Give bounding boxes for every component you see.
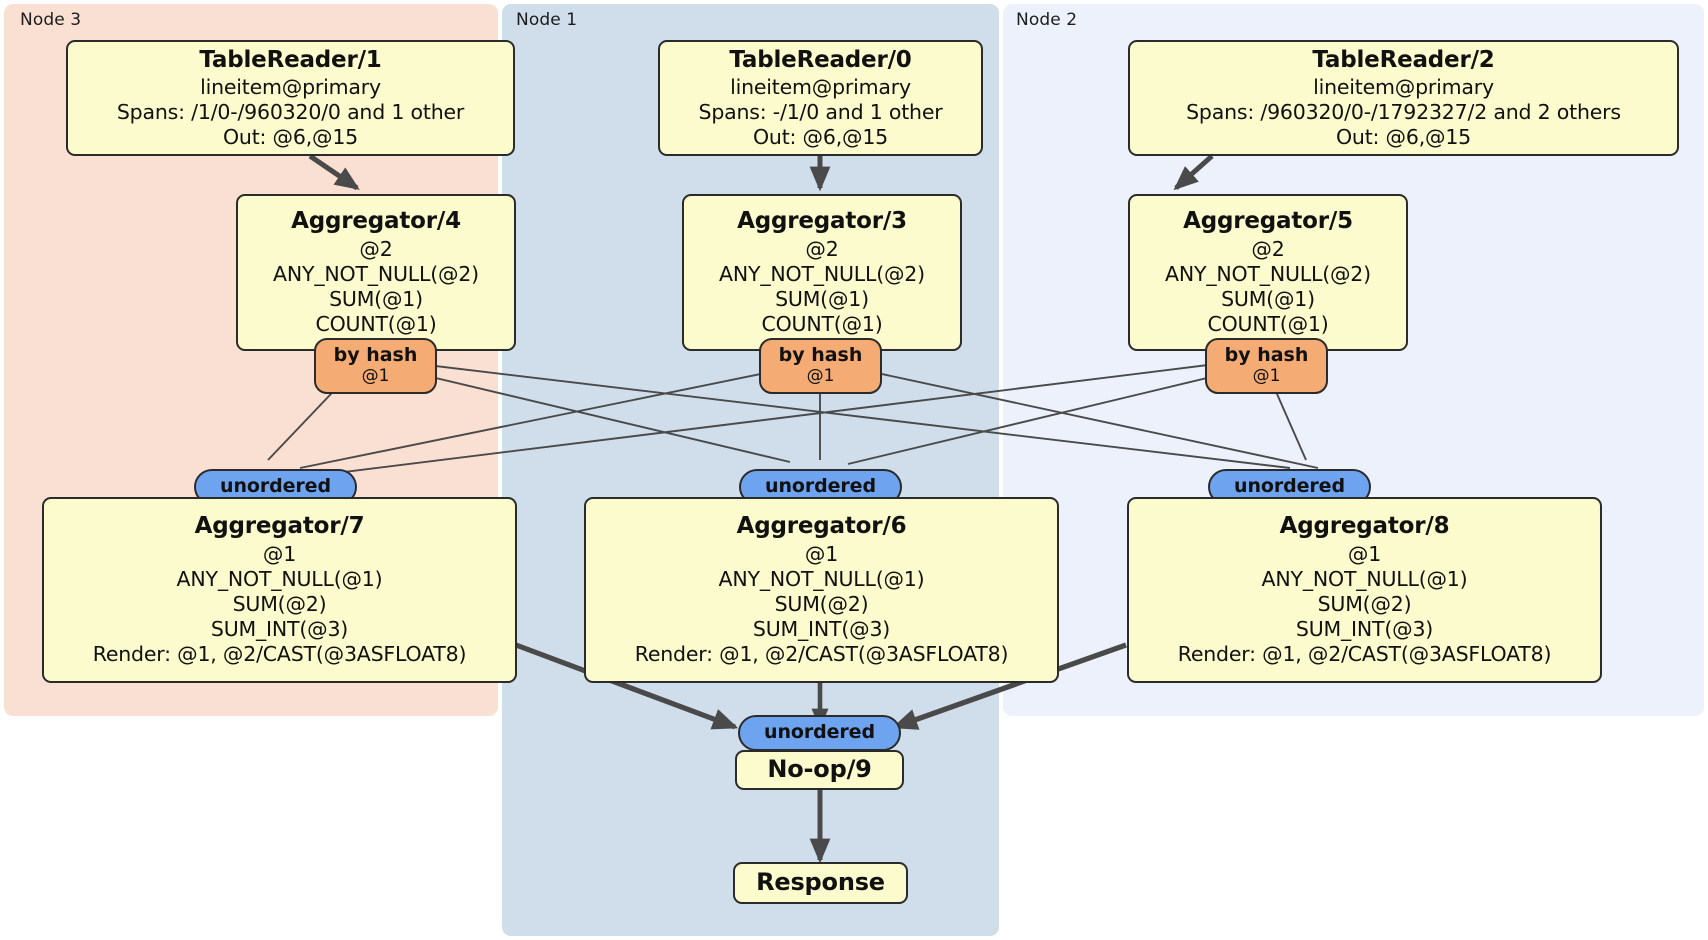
router-columns-label: @1 [1252, 366, 1281, 387]
processor-title: Aggregator/6 [736, 513, 907, 540]
processor-line: SUM(@2) [774, 592, 869, 617]
processor-line: SUM(@1) [329, 287, 423, 312]
node-label-node3: Node 3 [20, 10, 82, 30]
processor-line: ANY_NOT_NULL(@2) [719, 261, 925, 286]
processor-title: Aggregator/7 [194, 513, 365, 540]
processor-line: COUNT(@1) [761, 312, 883, 337]
router-by-hash-center[interactable]: by hash @1 [759, 338, 882, 394]
processor-title: Aggregator/8 [1279, 513, 1450, 540]
processor-line: Render: @1, @2/CAST(@3ASFLOAT8) [92, 642, 467, 667]
processor-line: SUM_INT(@3) [1295, 617, 1434, 642]
processor-title: Aggregator/5 [1183, 208, 1353, 235]
processor-line: ANY_NOT_NULL(@1) [176, 566, 383, 591]
processor-line: SUM(@2) [232, 592, 327, 617]
processor-line: SUM(@2) [1317, 592, 1412, 617]
processor-line: ANY_NOT_NULL(@2) [1165, 261, 1371, 286]
router-type-label: by hash [333, 344, 418, 367]
processor-title: Aggregator/3 [737, 208, 907, 235]
processor-line: lineitem@primary [730, 74, 911, 99]
processor-line: Out: @6,@15 [1335, 125, 1472, 150]
processor-line: lineitem@primary [200, 74, 381, 99]
processor-tablereader-2[interactable]: TableReader/2 lineitem@primary Spans: /9… [1128, 40, 1679, 156]
processor-line: Out: @6,@15 [222, 125, 359, 150]
processor-line: ANY_NOT_NULL(@1) [718, 566, 925, 591]
processor-title: Response [756, 868, 885, 897]
processor-title: TableReader/0 [729, 46, 912, 73]
processor-line: Spans: /960320/0-/1792327/2 and 2 others [1186, 100, 1621, 125]
processor-line: Spans: -/1/0 and 1 other [698, 100, 943, 125]
processor-line: SUM_INT(@3) [752, 617, 891, 642]
processor-aggregator-3[interactable]: Aggregator/3 @2 ANY_NOT_NULL(@2) SUM(@1)… [682, 194, 962, 351]
processor-aggregator-8[interactable]: Aggregator/8 @1 ANY_NOT_NULL(@1) SUM(@2)… [1127, 497, 1602, 683]
processor-title: No-op/9 [767, 755, 872, 784]
processor-line: ANY_NOT_NULL(@2) [273, 261, 479, 286]
processor-aggregator-7[interactable]: Aggregator/7 @1 ANY_NOT_NULL(@1) SUM(@2)… [42, 497, 517, 683]
router-type-label: by hash [1224, 344, 1309, 367]
processor-tablereader-0[interactable]: TableReader/0 lineitem@primary Spans: -/… [658, 40, 983, 156]
synchronizer-label: unordered [220, 475, 331, 498]
processor-title: TableReader/2 [1312, 46, 1495, 73]
processor-line: @1 [804, 541, 839, 566]
processor-line: ANY_NOT_NULL(@1) [1261, 566, 1468, 591]
router-by-hash-left[interactable]: by hash @1 [314, 338, 437, 394]
processor-line: lineitem@primary [1313, 74, 1494, 99]
processor-line: @2 [359, 236, 393, 261]
router-type-label: by hash [778, 344, 863, 367]
processor-line: SUM_INT(@3) [210, 617, 349, 642]
processor-title: TableReader/1 [199, 46, 382, 73]
processor-aggregator-5[interactable]: Aggregator/5 @2 ANY_NOT_NULL(@2) SUM(@1)… [1128, 194, 1408, 351]
node-label-node1: Node 1 [516, 10, 578, 30]
router-by-hash-right[interactable]: by hash @1 [1205, 338, 1328, 394]
router-columns-label: @1 [361, 366, 390, 387]
processor-line: Spans: /1/0-/960320/0 and 1 other [116, 100, 465, 125]
processor-line: COUNT(@1) [1207, 312, 1329, 337]
processor-line: @2 [805, 236, 839, 261]
processor-noop-9[interactable]: No-op/9 [735, 750, 904, 790]
processor-line: @1 [262, 541, 297, 566]
processor-line: @2 [1251, 236, 1285, 261]
router-columns-label: @1 [806, 366, 835, 387]
processor-title: Aggregator/4 [291, 208, 461, 235]
processor-tablereader-1[interactable]: TableReader/1 lineitem@primary Spans: /1… [66, 40, 515, 156]
processor-line: Render: @1, @2/CAST(@3ASFLOAT8) [1177, 642, 1552, 667]
processor-aggregator-4[interactable]: Aggregator/4 @2 ANY_NOT_NULL(@2) SUM(@1)… [236, 194, 516, 351]
processor-response[interactable]: Response [733, 862, 908, 904]
processor-line: SUM(@1) [775, 287, 869, 312]
processor-aggregator-6[interactable]: Aggregator/6 @1 ANY_NOT_NULL(@1) SUM(@2)… [584, 497, 1059, 683]
processor-line: Render: @1, @2/CAST(@3ASFLOAT8) [634, 642, 1009, 667]
synchronizer-unordered-final[interactable]: unordered [738, 715, 901, 751]
synchronizer-label: unordered [765, 475, 876, 498]
synchronizer-label: unordered [1234, 475, 1345, 498]
node-label-node2: Node 2 [1016, 10, 1078, 30]
synchronizer-label: unordered [764, 721, 875, 744]
processor-line: SUM(@1) [1221, 287, 1315, 312]
processor-line: COUNT(@1) [315, 312, 437, 337]
processor-line: @1 [1347, 541, 1382, 566]
processor-line: Out: @6,@15 [752, 125, 889, 150]
